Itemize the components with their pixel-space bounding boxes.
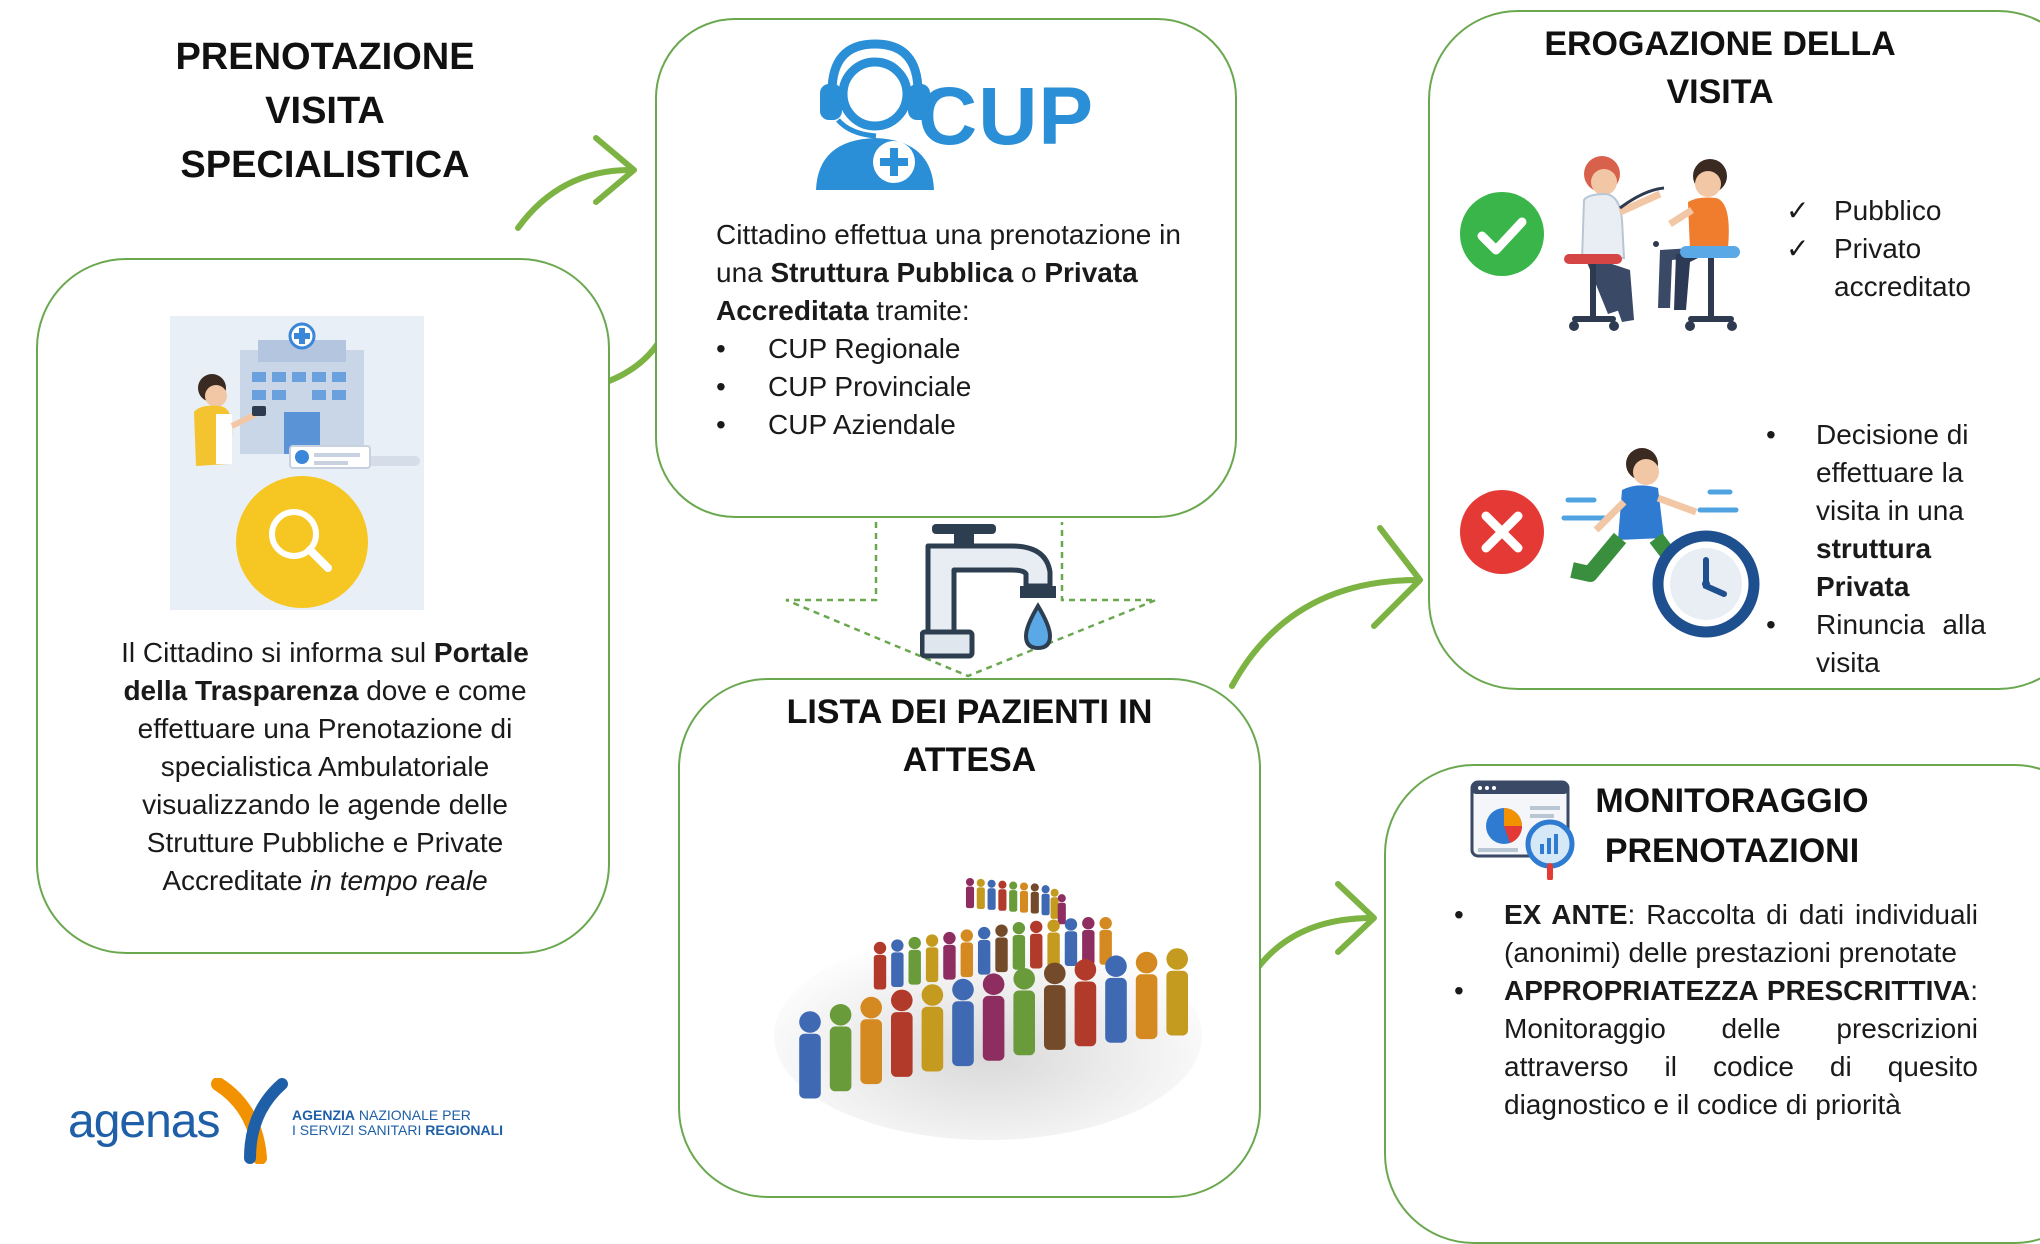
hospital-search-illustration [170, 316, 424, 610]
list-item: ✓ Pubblico [1786, 192, 1996, 230]
cup-intro-1: Cittadino effettua una prenotazione in u… [716, 219, 1181, 288]
portal-text-italic: in tempo reale [310, 865, 488, 896]
cross-icon [1460, 490, 1544, 574]
check-item-public: Pubblico [1834, 195, 1942, 226]
appropriateness-label: APPROPRIATEZZA PRESCRITTIVA [1504, 975, 1971, 1006]
cup-list: •CUP Regionale •CUP Provinciale •CUP Azi… [716, 330, 1216, 444]
cup-description: Cittadino effettua una prenotazione in u… [716, 216, 1216, 444]
cup-operator-icon [816, 39, 934, 190]
doctor-visit-illustration [1564, 156, 1740, 331]
decision-text: Decisione di effettuare la visita in una [1816, 419, 1969, 526]
cup-intro-private: Privata Accreditata [716, 257, 1138, 326]
queue-people-image [774, 877, 1202, 1140]
cup-intro-public: Struttura Pubblica [770, 257, 1014, 288]
dashed-funnel [785, 522, 1157, 678]
page-title: PRENOTAZIONE VISITA SPECIALISTICA [120, 30, 530, 192]
monitoring-title: MONITORAGGIO PRENOTAZIONI [1562, 776, 1902, 876]
agenas-subtitle: AGENZIA NAZIONALE PER I SERVIZI SANITARI… [292, 1107, 504, 1138]
page-title-line-3: SPECIALISTICA [180, 144, 470, 186]
list-item: • Rinuncia alla visita [1766, 609, 1986, 678]
check-mark: ✓ [1786, 233, 1810, 264]
page-title-line-2: VISITA [265, 90, 385, 132]
agenas-logo: agenas AGENZIA NAZIONALE PER I SERVIZI S… [62, 1070, 532, 1166]
delivery-title-line-2: VISITA [1666, 73, 1774, 111]
appropriateness-text: : Monitoraggio delle prescrizioni attrav… [1504, 975, 1978, 1120]
renounce-text: Rinuncia alla visita [1816, 609, 1986, 678]
arrow-title-to-cup [515, 167, 633, 231]
analytics-dashboard-icon [1470, 780, 1575, 880]
monitoring-title-line-2: PRENOTAZIONI [1604, 832, 1860, 870]
agenas-mark [211, 1078, 288, 1164]
check-mark: ✓ [1786, 195, 1810, 226]
waiting-title-line-1: LISTA DEI PAZIENTI IN [786, 693, 1153, 731]
portal-text-2: dove e come effettuare una Prenotazione … [137, 675, 527, 896]
portal-description: Il Cittadino si informa sul Portale dell… [90, 634, 560, 900]
arrow-waiting-to-monitoring [1249, 915, 1375, 979]
list-item: • EX ANTE: Raccolta di dati individuali … [1454, 899, 1978, 968]
delivery-decline-list: • Decisione di effettuare la visita in u… [1760, 416, 2032, 682]
waiting-list-title: LISTA DEI PAZIENTI IN ATTESA [688, 688, 1251, 784]
arrow-waiting-to-delivery [1229, 577, 1421, 689]
waiting-title-line-2: ATTESA [902, 741, 1037, 779]
list-item: •CUP Regionale [716, 333, 961, 364]
delivery-check-list: ✓ Pubblico ✓ Privato accreditato [1786, 192, 1996, 306]
delivery-title-line-1: EROGAZIONE DELLA [1544, 25, 1896, 63]
portal-text-1: Il Cittadino si informa sul [121, 637, 434, 668]
monitoring-list: • EX ANTE: Raccolta di dati individuali … [1446, 896, 1978, 1124]
monitoring-title-line-1: MONITORAGGIO [1595, 782, 1869, 820]
list-item: •CUP Provinciale [716, 371, 972, 402]
cup-box [655, 18, 1237, 518]
page-title-line-1: PRENOTAZIONE [175, 36, 475, 78]
portal-text-bold: Portale della Trasparenza [123, 637, 529, 706]
list-item: ✓ Privato accreditato [1786, 230, 1996, 306]
ex-ante-text: : Raccolta di dati individuali (anonimi)… [1504, 899, 1978, 968]
check-icon [1460, 192, 1544, 276]
delivery-title: EROGAZIONE DELLA VISITA [1440, 20, 2000, 116]
list-item: • Decisione di effettuare la visita in u… [1766, 419, 1969, 602]
agenas-wordmark: agenas [68, 1095, 220, 1148]
decision-bold: struttura Privata [1816, 533, 1932, 602]
cup-intro-2: o [1013, 257, 1045, 288]
runner-clock-illustration [1561, 448, 1760, 638]
list-item: •CUP Aziendale [716, 409, 956, 440]
cup-intro-3: tramite: [868, 295, 970, 326]
check-item-private: Privato accreditato [1834, 233, 1971, 302]
list-item: • APPROPRIATEZZA PRESCRITTIVA: Monitorag… [1454, 975, 1978, 1120]
cup-logo-text: CUP [918, 71, 1095, 162]
faucet-icon [920, 524, 1056, 659]
ex-ante-label: EX ANTE [1504, 899, 1628, 930]
